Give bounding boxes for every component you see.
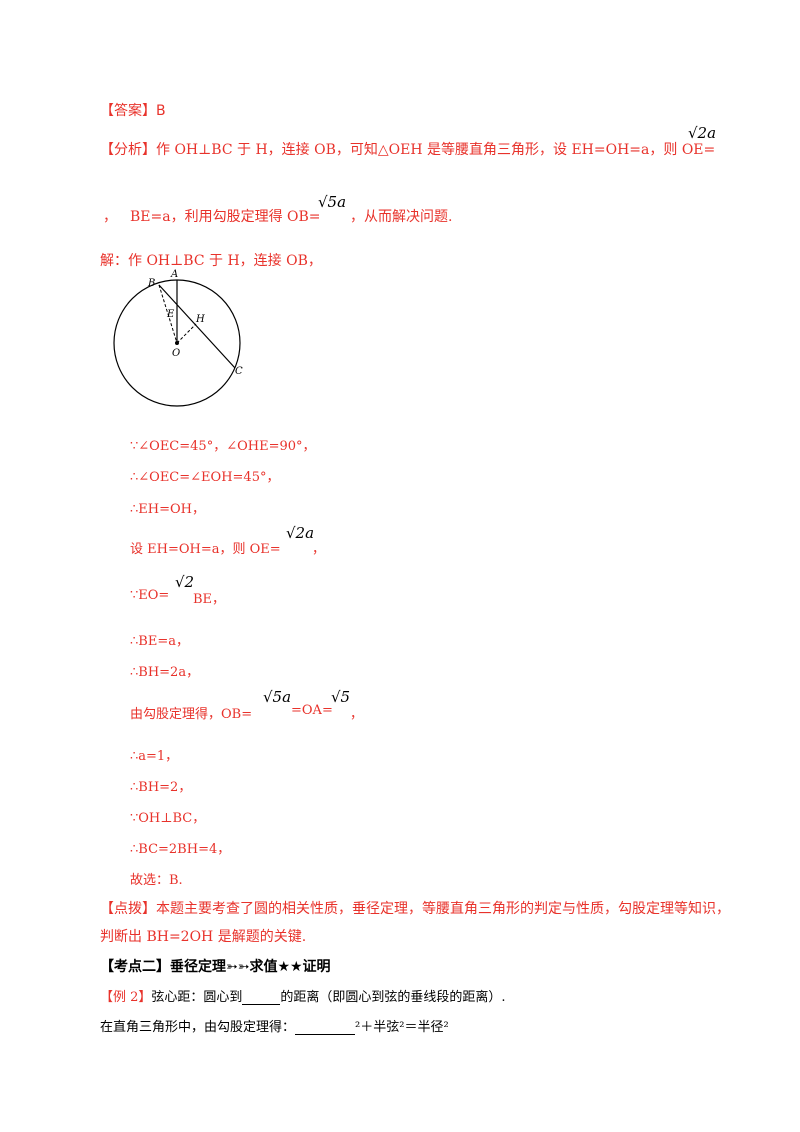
step-12: ∴BC=2BH=4， [130,842,231,857]
step-3: ∴EH=OH， [130,502,205,517]
step-4-end: ， [312,542,326,557]
example-2-text-b: 的距离（即圆心到弦的垂线段的距离）. [280,990,506,1005]
label-h: H [195,314,205,325]
step-1: ∵∠OEC=45°，∠OHE=90°， [130,439,316,454]
tip-line-1: 【点拨】本题主要考查了圆的相关性质，垂径定理，等腰直角三角形的判定与性质，勾股定… [100,898,730,918]
label-e: E [166,309,175,320]
analysis-text-1: 作 OH⊥BC 于 H，连接 OB，可知△OEH 是等腰直角三角形，设 EH=O… [156,142,716,158]
step-8-mid: =OA= [291,703,333,718]
label-c: C [235,366,243,377]
tip-label: 【点拨】 [100,901,156,917]
step-9: ∴a=1， [130,749,179,764]
solution-intro: 解：作 OH⊥BC 于 H，连接 OB， [100,253,322,269]
analysis-label: 【分析】 [100,142,156,158]
answer-label: 【答案】 [100,103,156,119]
example-2-label: 【例 2】 [100,990,152,1005]
step-10: ∴BH=2， [130,780,192,795]
analysis-line-2-mid: BE=a，利用勾股定理得 OB= [130,209,321,225]
step-2: ∴∠OEC=∠EOH=45°， [130,470,280,485]
step-5-sqrt2: √2 [175,573,195,591]
analysis-line-1: 【分析】作 OH⊥BC 于 H，连接 OB，可知△OEH 是等腰直角三角形，设 … [100,139,715,159]
step-13: 故选：B. [130,873,183,888]
step-4-sqrt2a: √2a [286,524,315,542]
section-title: 【考点二】垂径定理➳➳求值★★证明 [100,959,331,975]
blank-distance[interactable] [295,1020,356,1035]
analysis-sqrt5a: √5a [318,193,347,211]
blank-chord[interactable] [242,990,281,1005]
label-o: O [172,348,180,359]
step-11: ∵OH⊥BC， [130,811,206,826]
step-7: ∴BH=2a， [130,665,200,680]
step-6: ∴BE=a， [130,634,189,649]
answer-value: B [156,103,166,119]
step-8-end: ， [350,707,364,722]
step-8: 由勾股定理得，OB= [130,707,253,722]
example-2-line-1: 【例 2】弦心距：圆心到 的距离（即圆心到弦的垂线段的距离）. [100,986,506,1005]
label-b: B [147,278,155,289]
example-2-line-2: 在直角三角形中，由勾股定理得： ²＋半弦²＝半径² [100,1016,449,1035]
step-5: ∵EO= [130,588,170,603]
circle-diagram: A B C E H O [113,269,243,407]
step-4: 设 EH=OH=a，则 OE= [130,542,281,557]
example-2-text-c: 在直角三角形中，由勾股定理得： [100,1020,296,1035]
analysis-sqrt2a: √2a [688,124,717,142]
answer-line: 【答案】B [100,100,166,120]
label-a: A [170,269,178,280]
step-5-end: BE， [193,592,226,607]
tip-line-2: 判断出 BH=2OH 是解题的关键. [100,929,307,945]
tip-text-1: 本题主要考查了圆的相关性质，垂径定理，等腰直角三角形的判定与性质，勾股定理等知识… [156,901,730,917]
step-8-sqrt5a: √5a [263,688,292,706]
point-o [175,341,179,345]
analysis-line-2-prefix: ， [103,209,117,225]
step-8-sqrt5: √5 [331,688,351,706]
analysis-line-2-end: ，从而解决问题. [350,209,453,225]
chord-bc [158,284,236,369]
segment-oh [176,323,197,344]
example-2-text-d: ²＋半弦²＝半径² [355,1020,449,1035]
example-2-text-a: 弦心距：圆心到 [151,990,243,1005]
segment-ob [158,284,178,344]
